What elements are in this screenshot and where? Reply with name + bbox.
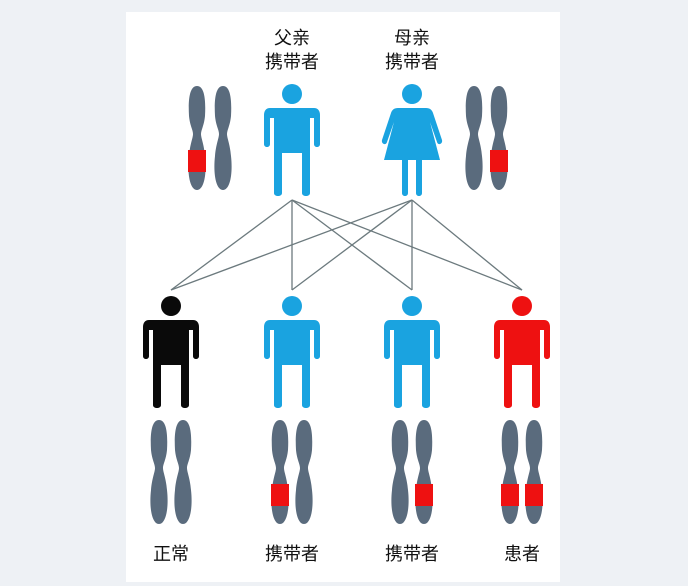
chromosome-right <box>214 86 232 190</box>
child-figure-carrier-1 <box>264 296 320 408</box>
mother-figure <box>381 84 443 196</box>
connector-line <box>170 199 293 291</box>
connector-line <box>170 199 413 291</box>
mother-label-line2: 携带者 <box>385 52 439 73</box>
chromosome-left <box>391 420 409 524</box>
child-affected: 患者 <box>494 296 550 565</box>
chromosome-left <box>150 420 168 524</box>
child-label-normal: 正常 <box>153 544 189 565</box>
connector-line <box>411 199 523 291</box>
child-chromosomes-carrier-1 <box>271 420 313 524</box>
gene-mark <box>501 484 519 506</box>
children-group: 正常 携带者 携带者 患者 <box>143 296 550 565</box>
child-figure-normal <box>143 296 199 408</box>
connector-line <box>291 199 413 291</box>
gene-mark <box>188 150 206 172</box>
child-carrier-1: 携带者 <box>264 296 320 565</box>
child-figure-affected <box>494 296 550 408</box>
child-carrier-2: 携带者 <box>384 296 440 565</box>
gene-mark <box>490 150 508 172</box>
child-chromosomes-carrier-2 <box>391 420 433 524</box>
chromosome-right <box>415 420 433 524</box>
chromosome-right <box>525 420 543 524</box>
chromosome-left <box>465 86 483 190</box>
gene-mark <box>271 484 289 506</box>
father-figure <box>264 84 320 196</box>
child-chromosomes-normal <box>150 420 192 524</box>
child-label-carrier-1: 携带者 <box>265 544 319 565</box>
child-label-affected: 患者 <box>504 544 540 565</box>
connector-lines <box>170 199 523 291</box>
chromosome-right <box>174 420 192 524</box>
father-label-line1: 父亲 <box>274 28 310 49</box>
gene-mark <box>525 484 543 506</box>
father-group: 父亲 携带者 <box>188 28 320 196</box>
child-chromosomes-affected <box>501 420 543 524</box>
connector-line <box>291 199 523 291</box>
chromosome-right <box>295 420 313 524</box>
gene-mark <box>415 484 433 506</box>
mother-group: 母亲 携带者 <box>381 28 508 196</box>
chromosome-left <box>271 420 289 524</box>
mother-label-line1: 母亲 <box>394 28 430 49</box>
father-label-line2: 携带者 <box>265 52 319 73</box>
father-chromosomes <box>188 86 232 190</box>
mother-chromosomes <box>465 86 508 190</box>
child-label-carrier-2: 携带者 <box>385 544 439 565</box>
chromosome-left <box>501 420 519 524</box>
child-figure-carrier-2 <box>384 296 440 408</box>
chromosome-right <box>490 86 508 190</box>
child-normal: 正常 <box>143 296 199 565</box>
chromosome-left <box>188 86 206 190</box>
